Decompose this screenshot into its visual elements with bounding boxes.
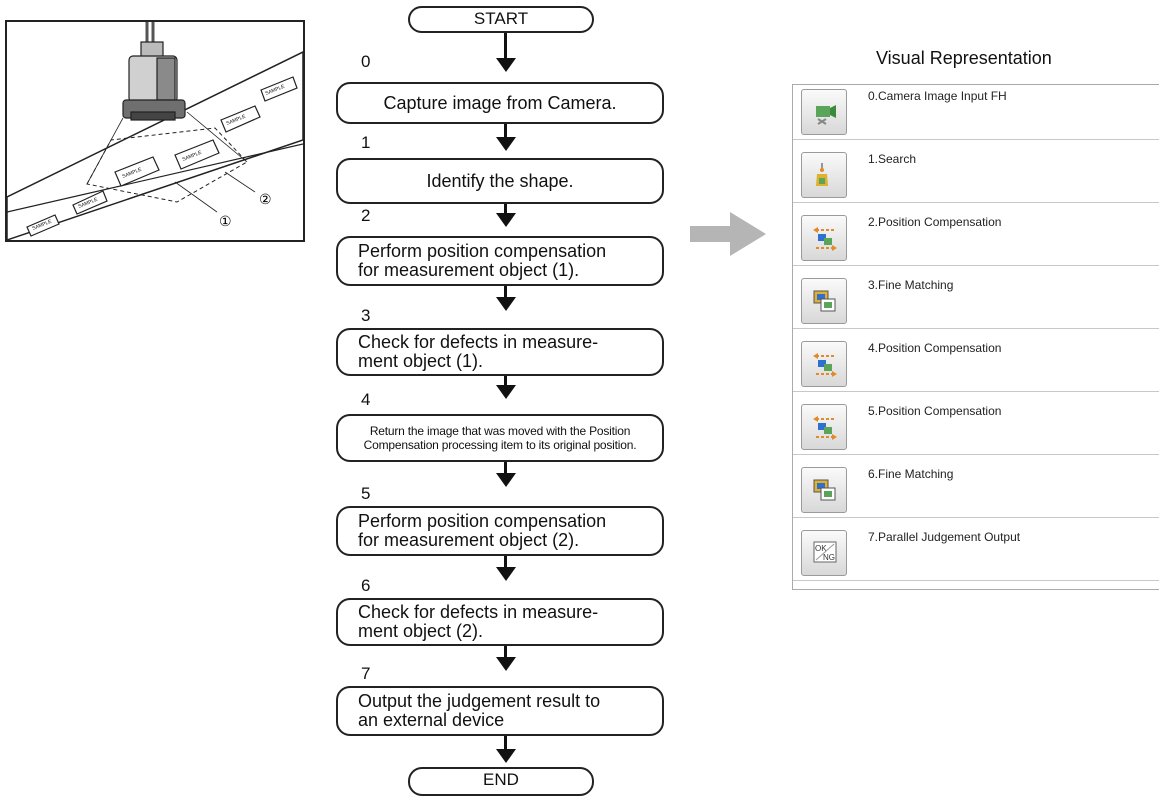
fine-matching-icon [801,467,847,513]
list-item-label: 2.Position Compensation [868,215,1002,229]
step-6-text-line-1: Check for defects in measure- [358,602,599,622]
flow-arrow [504,204,507,214]
right-arrow-icon [690,212,766,256]
step-2-box: Perform position compensation for measur… [336,236,664,286]
step-4-text-line-2: Compensation processing item to its orig… [363,438,637,452]
list-item[interactable]: 6.Fine Matching [793,463,1159,518]
list-item-label: 4.Position Compensation [868,341,1002,355]
step-3-box: Check for defects in measure- ment objec… [336,328,664,376]
conveyor-drawing: SAMPLE SAMPLE SAMPLE SAMPLE SAMPLE SAMPL… [7,22,303,240]
step-number-3: 3 [361,306,371,325]
list-item-label: 5.Position Compensation [868,404,1002,418]
step-2-text-line-2: for measurement object (1). [358,260,580,280]
step-number-1: 1 [361,133,371,152]
list-item-label: 3.Fine Matching [868,278,954,292]
list-item-label: 1.Search [868,152,917,166]
flow-arrow-head [496,137,516,151]
step-number-6: 6 [361,576,371,595]
fine-matching-icon [801,278,847,324]
flow-arrow-head [496,297,516,311]
list-item-label: 6.Fine Matching [868,467,954,481]
flow-arrow-head [496,567,516,581]
step-7-text-line-2: an external device [358,710,505,730]
step-5-box: Perform position compensation for measur… [336,506,664,556]
step-number-0: 0 [361,52,371,71]
flow-arrow-head [496,749,516,763]
list-item-label: 0.Camera Image Input FH [868,89,1007,103]
sample-labels [26,76,298,237]
step-7-box: Output the judgement result to an extern… [336,686,664,736]
svg-text:OK: OK [815,544,827,553]
list-item[interactable]: 1.Search [793,148,1159,203]
callout-1: ① [219,213,232,229]
step-number-7: 7 [361,664,371,683]
flow-arrow [504,462,507,474]
flow-arrow-head [496,385,516,399]
flow-arrow [504,286,507,298]
list-item[interactable]: 0.Camera Image Input FH [793,85,1159,140]
flow-arrow [504,124,507,138]
step-0-text: Capture image from Camera. [383,92,617,113]
step-2-text-line-1: Perform position compensation [358,241,607,261]
flow-arrow-head [496,58,516,72]
step-0-box: Capture image from Camera. [336,82,664,124]
end-label: END [483,770,519,789]
end-terminator: END [408,767,594,796]
list-item[interactable]: 3.Fine Matching [793,274,1159,329]
step-1-box: Identify the shape. [336,158,664,204]
flow-arrow-head [496,657,516,671]
flow-arrow-head [496,213,516,227]
flow-arrow [504,376,507,386]
list-item[interactable]: 5.Position Compensation [793,400,1159,455]
search-icon [801,152,847,198]
processing-item-list: 0.Camera Image Input FH 1.Search 2.Posit… [792,84,1159,590]
step-1-text: Identify the shape. [426,170,574,191]
step-7-text-line-1: Output the judgement result to [358,691,601,711]
callout-2: ② [259,191,272,207]
step-number-2: 2 [361,206,371,225]
flow-arrow [504,646,507,658]
step-6-box: Check for defects in measure- ment objec… [336,598,664,646]
list-item[interactable]: 4.Position Compensation [793,337,1159,392]
flow-arrow [504,736,507,750]
step-number-4: 4 [361,390,371,409]
step-6-text-line-2: ment object (2). [358,621,484,641]
step-number-5: 5 [361,484,371,503]
visual-representation-title: Visual Representation [876,48,1052,68]
step-3-text-line-2: ment object (1). [358,351,484,371]
flow-arrow [504,556,507,568]
start-terminator: START [408,6,594,33]
position-compensation-icon [801,341,847,387]
flow-arrow-head [496,473,516,487]
position-compensation-icon [801,404,847,450]
list-item[interactable]: 2.Position Compensation [793,211,1159,266]
position-compensation-icon [801,215,847,261]
svg-text:NG: NG [823,553,835,562]
step-4-box: Return the image that was moved with the… [336,414,664,462]
step-4-text-line-1: Return the image that was moved with the… [369,424,631,438]
step-5-text-line-2: for measurement object (2). [358,530,580,550]
list-item-label: 7.Parallel Judgement Output [868,530,1021,544]
camera-input-icon [801,89,847,135]
start-label: START [473,9,529,28]
flow-arrow [504,33,507,59]
field-of-view [86,127,248,203]
step-5-text-line-1: Perform position compensation [358,511,607,531]
camera-body [122,22,186,121]
camera-conveyor-illustration: SAMPLE SAMPLE SAMPLE SAMPLE SAMPLE SAMPL… [5,20,305,242]
step-3-text-line-1: Check for defects in measure- [358,332,599,352]
